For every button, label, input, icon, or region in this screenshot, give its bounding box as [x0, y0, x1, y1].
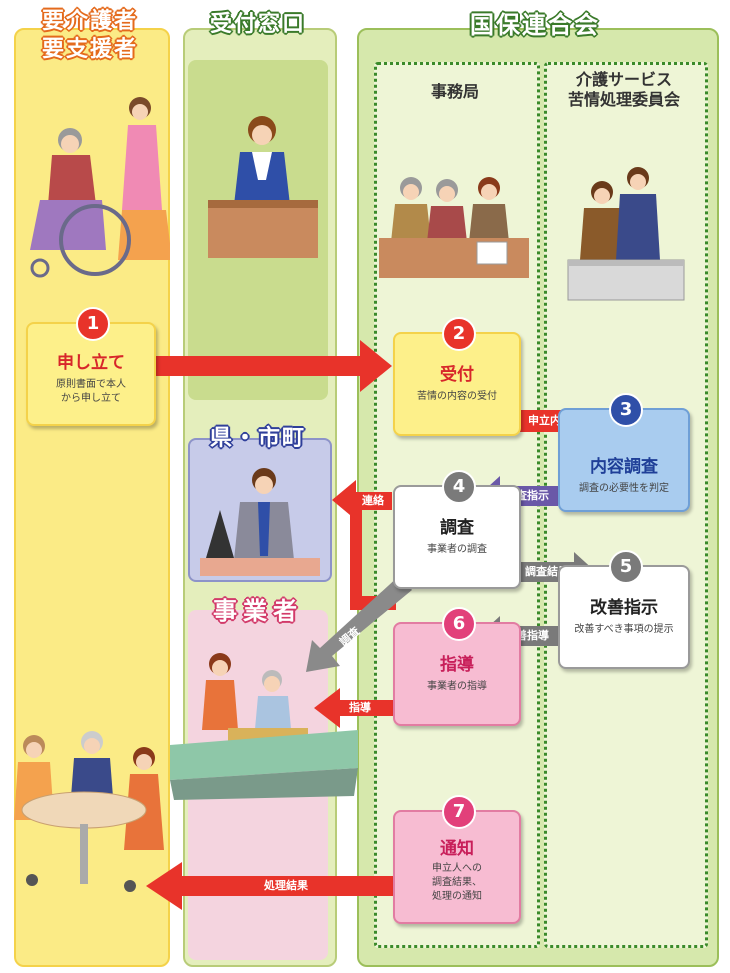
- step-5-title: 改善指示: [590, 598, 658, 618]
- step-1-number: 1: [76, 307, 110, 341]
- step-2-title: 受付: [440, 365, 474, 385]
- wheelchair-illustration: [30, 97, 170, 278]
- arrow-1-to-2: [152, 340, 392, 392]
- step-7-tsuuchi: 7 通知 申立人への 調査結果、 処理の通知: [393, 795, 521, 924]
- step-3-naiyou-chousa: 3 内容調査 調査の必要性を判定: [558, 393, 690, 512]
- prefecture-title: 県・市町: [209, 426, 306, 451]
- arrow-shori-kekka: [146, 862, 396, 910]
- step-1-title: 申し立て: [57, 353, 125, 373]
- caregiver-illustration: [170, 653, 358, 800]
- step-5-number: 5: [609, 550, 643, 584]
- label-shori-kekka: 処理結果: [264, 879, 308, 892]
- secretariat-title: 事務局: [430, 82, 479, 101]
- arrow-chousa: [306, 575, 412, 672]
- step-6-shidou: 6 指導 事業者の指導: [393, 607, 521, 726]
- step-4-number: 4: [442, 470, 476, 504]
- official-illustration: [200, 468, 320, 576]
- step-7-title: 通知: [440, 839, 474, 859]
- committee-title: 介護サービス 苦情処理委員会: [567, 70, 680, 109]
- step-3-number: 3: [609, 393, 643, 427]
- step-2-number: 2: [442, 317, 476, 351]
- step-7-desc: 申立人への 調査結果、 処理の通知: [432, 863, 482, 902]
- secretariat-staff-illustration: [379, 177, 529, 278]
- step-2-desc: 苦情の内容の受付: [417, 391, 497, 402]
- step-6-title: 指導: [440, 655, 474, 675]
- step-4-desc: 事業者の調査: [427, 544, 487, 555]
- provider-title: 事業者: [213, 597, 303, 625]
- step-2-uketsuke: 2 受付 苦情の内容の受付: [393, 317, 521, 436]
- step-3-desc: 調査の必要性を判定: [579, 483, 669, 494]
- receptionist-illustration: [208, 116, 318, 258]
- step-1-desc: 原則書面で本人 から申し立て: [56, 379, 126, 404]
- step-4-title: 調査: [440, 518, 474, 538]
- meeting-illustration: [14, 731, 164, 892]
- step-3-title: 内容調査: [590, 457, 658, 477]
- reception-column-title: 受付窓口: [209, 12, 306, 37]
- arrow-renraku: [350, 510, 396, 610]
- step-7-number: 7: [442, 795, 476, 829]
- federation-column-title: 国保連合会: [470, 11, 600, 39]
- step-5-kaizen-shiji: 5 改善指示 改善すべき事項の提示: [558, 550, 690, 669]
- committee-illustration: [567, 167, 685, 301]
- label-renraku: 連絡: [362, 494, 384, 507]
- step-6-desc: 事業者の指導: [427, 681, 487, 692]
- applicant-column-title: 要介護者 要支援者: [41, 9, 138, 62]
- step-4-chousa: 4 調査 事業者の調査: [393, 470, 521, 589]
- label-shidou: 指導: [349, 701, 371, 714]
- step-6-number: 6: [442, 607, 476, 641]
- step-1-moushitate: 1 申し立て 原則書面で本人 から申し立て: [26, 307, 156, 426]
- arrow-shidou: [314, 688, 396, 728]
- step-5-desc: 改善すべき事項の提示: [574, 624, 674, 635]
